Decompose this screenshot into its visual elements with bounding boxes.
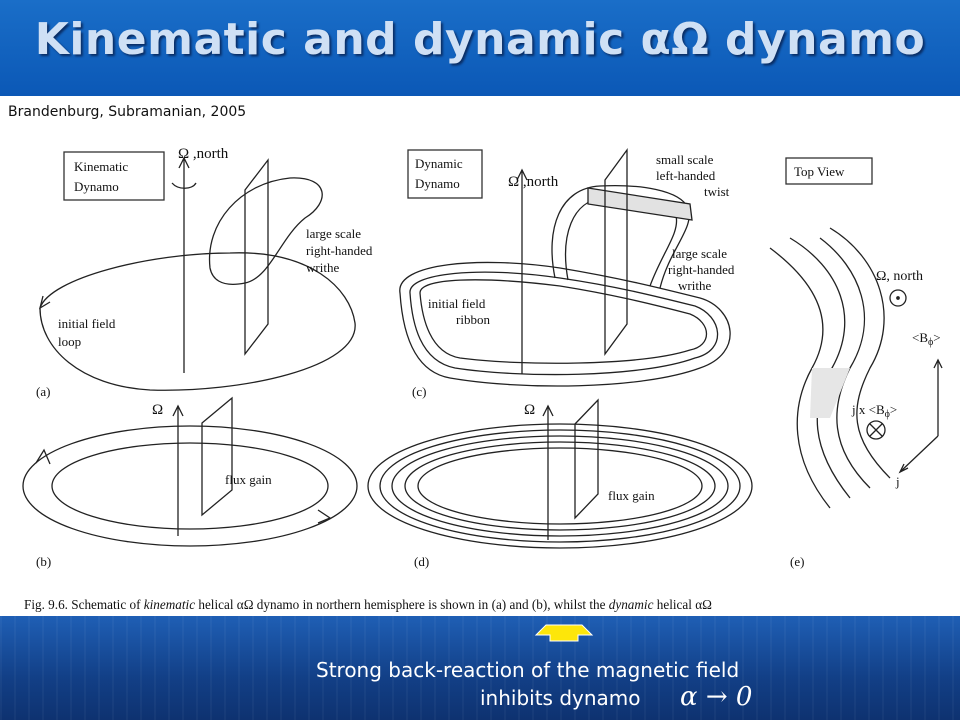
panel-b [22, 396, 358, 547]
ring-d2 [379, 429, 741, 543]
panel-b-label: (b) [36, 554, 51, 569]
small-scale-line3: twist [704, 184, 730, 199]
initial-loop-line2: loop [58, 334, 81, 349]
small-scale-line1: small scale [656, 152, 714, 167]
panel-d [367, 398, 753, 549]
initial-ribbon-line2: ribbon [456, 312, 490, 327]
twist-band [587, 187, 693, 221]
outer-ring [22, 425, 358, 547]
omega-north-label: Ω ,north [178, 146, 229, 162]
flux-gain-label-d: flux gain [608, 488, 655, 503]
large-scale-c-line1: large scale [672, 246, 727, 261]
ribbon-mid [409, 271, 719, 376]
j-label: j [895, 474, 900, 489]
flux-gain-label-b: flux gain [225, 472, 272, 487]
panel-c-label: (c) [412, 384, 426, 399]
panel-e [769, 157, 943, 509]
meridian-plane-d [574, 398, 599, 520]
large-scale-c-line2: right-handed [668, 262, 735, 277]
ring-d3 [391, 435, 729, 537]
footer-band [0, 616, 960, 720]
panel-d-label: (d) [414, 554, 429, 569]
citation: Brandenburg, Subramanian, 2005 [8, 104, 247, 120]
panel-a [38, 151, 356, 391]
caption-line-2: inhibits dynamo [480, 686, 641, 710]
band-edge-4 [829, 227, 891, 479]
top-view-label: Top View [794, 164, 845, 179]
kinematic-box [63, 151, 165, 201]
dynamic-box [407, 149, 483, 199]
b-phi-label: <Bϕ> [912, 330, 941, 348]
top-view-box [785, 157, 873, 185]
small-scale-line2: left-handed [656, 168, 716, 183]
initial-loop-line1: initial field [58, 316, 116, 331]
title-band [0, 0, 960, 96]
ribbon-twist-a [551, 185, 690, 289]
ring-d4 [404, 441, 716, 531]
band-edge-3 [819, 237, 871, 489]
writhe-loop [208, 177, 323, 285]
kinematic-box-line2: Dynamo [74, 179, 119, 194]
meridian-plane-c [604, 148, 628, 356]
omega-label-d: Ω [524, 402, 535, 418]
dynamic-box-line2: Dynamo [415, 176, 460, 191]
ring-d1 [367, 423, 753, 549]
figure-caption: Fig. 9.6. Schematic of kinematic helical… [24, 597, 712, 612]
omega-label-b: Ω [152, 402, 163, 418]
jxb-label: j x <Bϕ> [851, 402, 897, 420]
panel-a-label: (a) [36, 384, 50, 399]
omega-north-label-e: Ω, north [876, 269, 923, 284]
meridian-plane-b [201, 396, 233, 517]
ring-d5 [417, 447, 703, 525]
kinematic-box-line1: Kinematic [74, 159, 128, 174]
ribbon-inner [419, 279, 707, 364]
dynamic-box-line1: Dynamic [415, 156, 463, 171]
initial-ribbon-line1: initial field [428, 296, 486, 311]
alpha-to-zero-formula: α → 0 [680, 682, 753, 712]
band-edge-2 [789, 237, 851, 499]
up-arrow-icon [534, 624, 594, 642]
panel-c [399, 148, 731, 387]
large-scale-line3: writhe [306, 260, 339, 275]
large-scale-line1: large scale [306, 226, 361, 241]
panel-e-label: (e) [790, 554, 804, 569]
jxb-symbol [866, 420, 886, 440]
dynamo-figure: Kinematic Dynamo Ω ,north large scale ri… [22, 146, 943, 612]
ribbon-outer [399, 261, 731, 387]
north-marker [889, 289, 907, 307]
caption-line-1: Strong back-reaction of the magnetic fie… [316, 658, 740, 682]
loop-curve [39, 252, 356, 391]
slide-title: Kinematic and dynamic αΩ dynamo [34, 14, 926, 65]
omega-north-label-c: Ω ,north [508, 174, 559, 190]
meridian-plane [244, 158, 269, 356]
large-scale-c-line3: writhe [678, 278, 711, 293]
large-scale-line2: right-handed [306, 243, 373, 258]
inner-ring [51, 442, 329, 530]
